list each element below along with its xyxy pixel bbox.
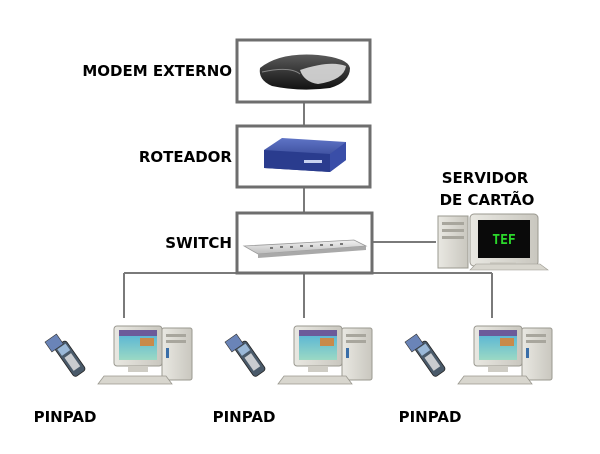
modem-node: MODEM EXTERNO: [82, 38, 372, 104]
pinpad-station-2: PINPAD: [213, 325, 373, 426]
pinpad-label: PINPAD: [213, 408, 276, 426]
pinpad-station-1: PINPAD: [34, 325, 193, 426]
card-server-icon: TEF: [437, 213, 549, 271]
pinpad-workstation-icon: [44, 325, 193, 385]
pinpad-station-3: PINPAD: [399, 325, 553, 426]
card-server-node: SERVIDOR DE CARTÃO TEF: [437, 169, 549, 271]
server-label-line2: DE CARTÃO: [440, 190, 535, 209]
switch-label: SWITCH: [165, 234, 232, 252]
modem-icon: [259, 54, 350, 90]
server-screen-text: TEF: [492, 233, 516, 248]
switch-icon: [242, 239, 368, 258]
pinpad-label: PINPAD: [399, 408, 462, 426]
router-icon: [264, 138, 346, 172]
router-label: ROTEADOR: [139, 148, 233, 166]
pinpad-workstation-icon: [404, 325, 553, 385]
router-node: ROTEADOR: [139, 124, 372, 189]
switch-node: SWITCH: [165, 211, 374, 275]
pinpad-workstation-icon: [224, 325, 373, 385]
pinpad-label: PINPAD: [34, 408, 97, 426]
modem-label: MODEM EXTERNO: [82, 62, 232, 80]
server-label-line1: SERVIDOR: [442, 169, 529, 187]
